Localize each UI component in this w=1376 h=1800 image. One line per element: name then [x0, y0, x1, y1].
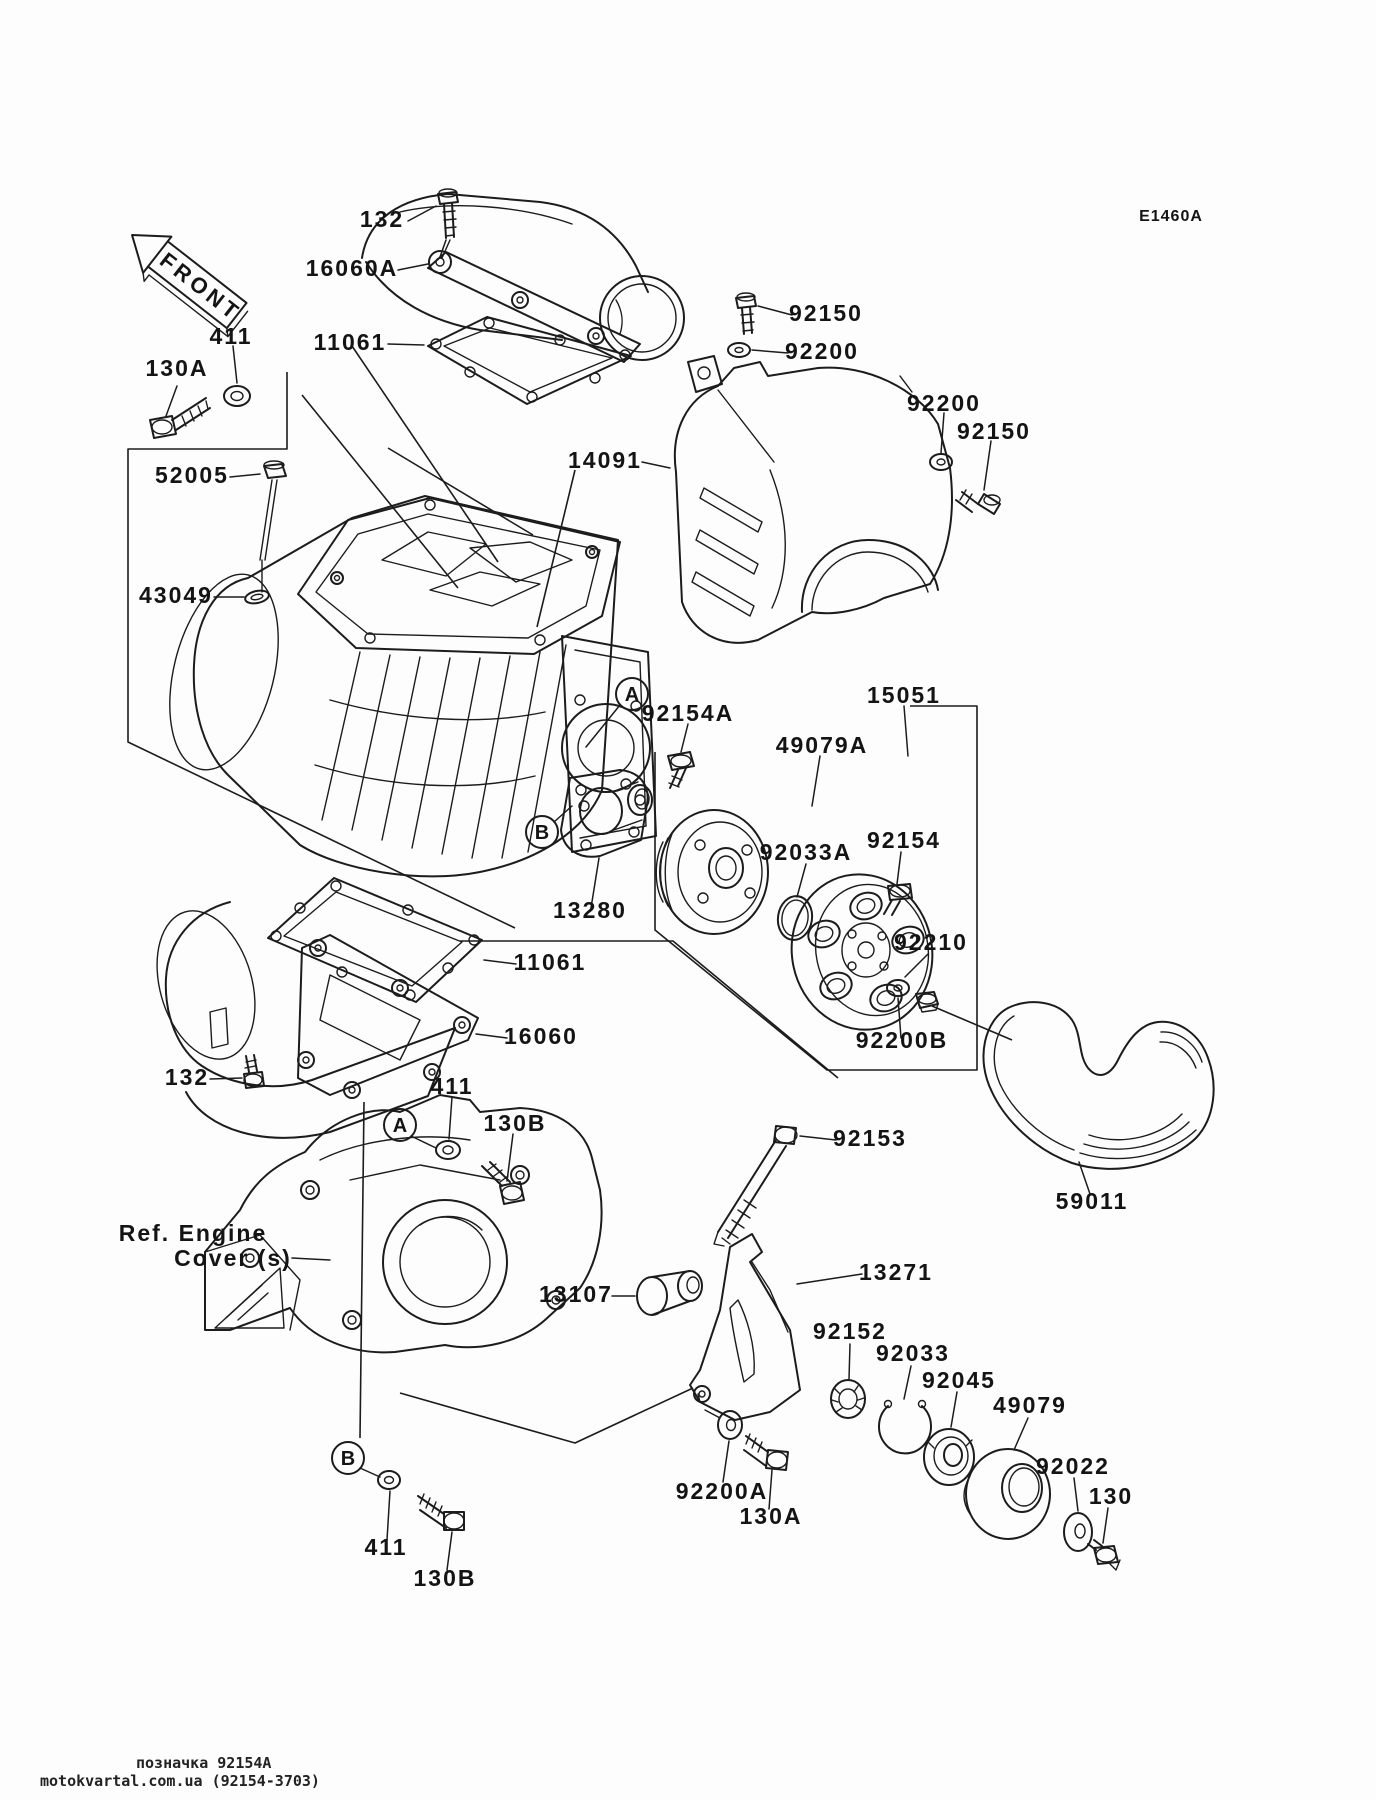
- ref-note-line2: Cover (s): [174, 1245, 292, 1271]
- part-label-15051: 15051: [867, 682, 941, 708]
- illust-circlip-92033: [878, 1399, 932, 1455]
- part-label-16060a: 16060A: [306, 255, 399, 281]
- illust-washer-92200-b: [929, 453, 953, 471]
- part-label-92154a: 92154A: [642, 700, 735, 726]
- part-label-49079a: 49079A: [776, 732, 869, 758]
- illust-dipstick-52005: [259, 460, 287, 593]
- part-label-411-mid: 411: [430, 1073, 473, 1099]
- part-label-92150-b: 92150: [957, 418, 1031, 444]
- illust-idler-pulley-49079: [963, 1448, 1051, 1540]
- part-label-92045: 92045: [922, 1367, 996, 1393]
- part-label-92033: 92033: [876, 1340, 950, 1366]
- illust-bolt-92154: [883, 883, 913, 916]
- part-label-92152: 92152: [813, 1318, 887, 1344]
- part-label-13271: 13271: [859, 1259, 933, 1285]
- part-label-130b-bot: 130B: [414, 1565, 477, 1591]
- illust-washer-92200-a: [727, 342, 751, 358]
- part-label-14091: 14091: [568, 447, 642, 473]
- illust-lower-intake-duct: [156, 901, 479, 1139]
- part-label-92153: 92153: [833, 1125, 907, 1151]
- part-label-130a-bot: 130A: [740, 1503, 803, 1529]
- illust-hub-13280: [560, 769, 653, 858]
- illust-washer-411-mid: [435, 1140, 461, 1160]
- illust-bearing-92045: [923, 1428, 975, 1486]
- illust-bolt-132-low: [243, 1054, 265, 1089]
- part-label-92200-a: 92200: [785, 338, 859, 364]
- illust-washer-411-top: [223, 385, 251, 407]
- illust-supercharger-body: [169, 495, 657, 878]
- illust-washer-411-bot: [377, 1470, 401, 1490]
- marker-a-2: A: [383, 1108, 437, 1149]
- illust-nut-92210: [915, 991, 939, 1013]
- illust-belt-cover-14091: [673, 355, 953, 644]
- part-label-411-top: 411: [209, 323, 252, 349]
- part-label-13107: 13107: [539, 1281, 613, 1307]
- marker-a-2-label: A: [393, 1115, 407, 1137]
- part-callouts: 132 16060A 11061 411 130A 52005 43049 92…: [139, 206, 1133, 1591]
- diagram-code: E1460A: [1139, 208, 1203, 225]
- illust-washer-92200b: [886, 979, 910, 997]
- ref-note-line1: Ref. Engine: [119, 1220, 268, 1246]
- illust-washer-92022: [1063, 1512, 1093, 1552]
- part-label-52005: 52005: [155, 462, 229, 488]
- leader-lines: [165, 205, 1109, 1571]
- illust-bolt-130a-bot: [743, 1433, 789, 1471]
- illust-bolt-132-top: [437, 188, 459, 259]
- marker-b-2-label: B: [341, 1448, 355, 1470]
- illust-engine-cover-ref: [204, 1094, 603, 1354]
- part-label-13280: 13280: [553, 897, 627, 923]
- part-label-92033a: 92033A: [760, 839, 853, 865]
- part-label-92154: 92154: [867, 827, 941, 853]
- illust-bolt-130-bot: [1087, 1539, 1121, 1571]
- illust-bolt-92154a: [667, 751, 695, 789]
- part-label-92200a: 92200A: [676, 1478, 769, 1504]
- part-label-132-low: 132: [165, 1064, 209, 1090]
- illust-coupling-92210: [790, 873, 934, 1031]
- part-label-11061-top: 11061: [314, 329, 387, 355]
- illust-washer-92200a: [704, 1409, 743, 1440]
- part-label-92200b: 92200B: [856, 1027, 949, 1053]
- illust-gasket-11061-top: [427, 316, 632, 405]
- illust-bolt-130a-top: [149, 397, 211, 439]
- illust-seal-92152: [830, 1379, 866, 1419]
- part-label-11061-low: 11061: [514, 949, 587, 975]
- watermark-line2: motokvartal.com.ua (92154-3703): [40, 1772, 320, 1790]
- part-label-92210: 92210: [894, 929, 968, 955]
- illust-bolt-92153: [713, 1125, 798, 1247]
- part-label-92150-a: 92150: [789, 300, 863, 326]
- part-label-130-bot: 130: [1089, 1483, 1133, 1509]
- marker-b-2: B: [331, 1441, 381, 1478]
- illust-oring-43049: [244, 589, 270, 605]
- part-label-130b-mid: 130B: [484, 1110, 547, 1136]
- illust-bracket-13271: [689, 1233, 801, 1421]
- illust-bolt-130b-bot: [417, 1493, 465, 1531]
- part-label-92022: 92022: [1036, 1453, 1110, 1479]
- watermark-line1: позначка 92154A: [136, 1754, 271, 1772]
- marker-a-1: A: [585, 677, 649, 748]
- marker-a-1-label: A: [625, 684, 639, 706]
- illust-pulley-49079a: [655, 809, 769, 935]
- marker-b-1-label: B: [535, 822, 549, 844]
- part-label-43049: 43049: [139, 582, 213, 608]
- part-label-49079: 49079: [993, 1392, 1067, 1418]
- front-arrow-label: FRONT: [155, 247, 246, 326]
- part-label-92200-b: 92200: [907, 390, 981, 416]
- illust-belt-59011: [982, 1001, 1215, 1170]
- illust-bolt-92150-b: [955, 489, 1001, 515]
- part-label-16060-low: 16060: [504, 1023, 578, 1049]
- part-label-411-bot: 411: [364, 1534, 407, 1560]
- illust-gasket-11061-low: [267, 877, 483, 1003]
- part-label-59011: 59011: [1056, 1188, 1129, 1214]
- part-label-132-top: 132: [360, 206, 404, 232]
- part-label-130a-top: 130A: [146, 355, 209, 381]
- illust-bolt-92150-a: [735, 292, 757, 335]
- illust-bushing-13107: [636, 1270, 703, 1316]
